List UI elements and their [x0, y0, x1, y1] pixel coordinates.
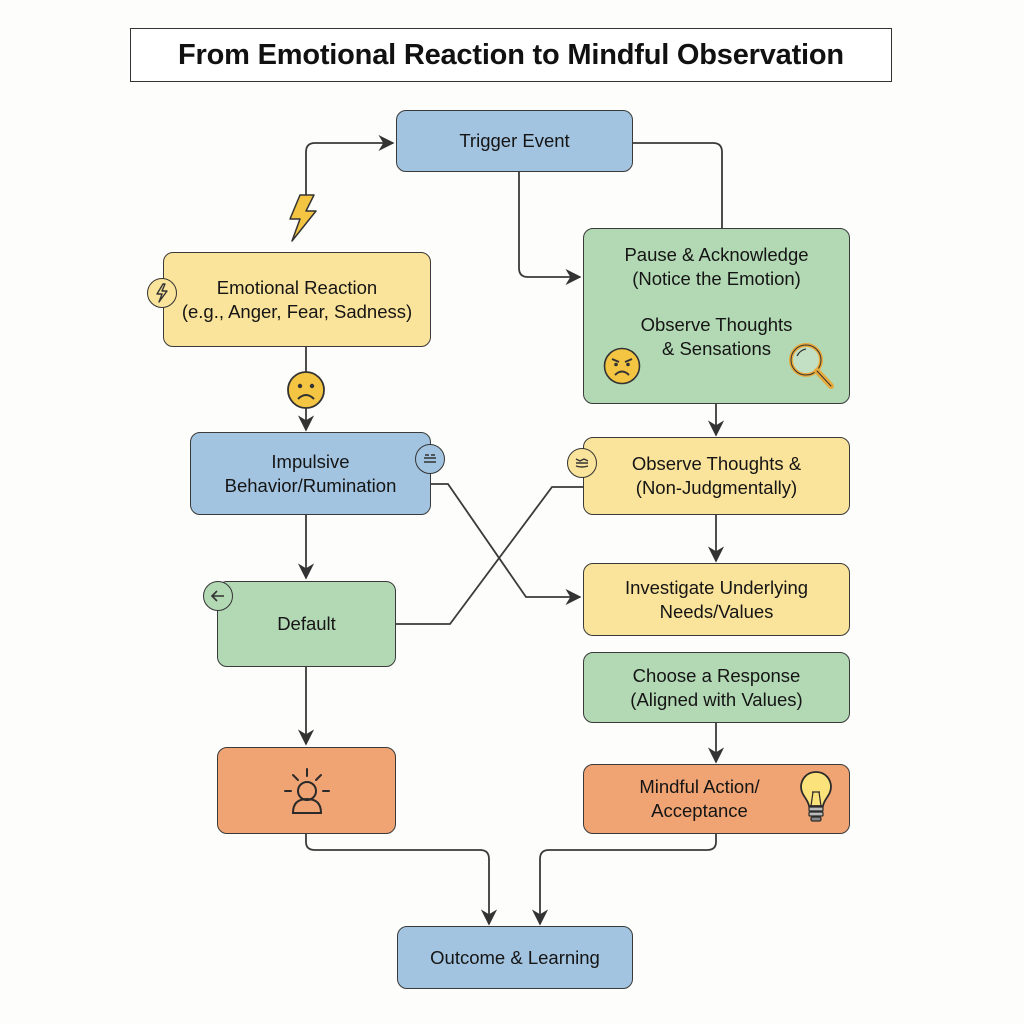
diagram-title-box: From Emotional Reaction to Mindful Obser…	[130, 28, 892, 82]
node-label: Trigger Event	[459, 130, 570, 151]
edge-trigger-to-pause	[518, 172, 582, 286]
sad-face-icon	[287, 371, 325, 409]
lightning-icon	[289, 194, 317, 242]
node-label: Behavior/Rumination	[224, 474, 397, 496]
edge-emotional-to-trigger	[305, 134, 395, 200]
sunrise-person-icon	[283, 767, 330, 814]
neutral-face-icon	[415, 444, 445, 474]
node-default: Default	[217, 581, 396, 667]
edge-trigger-right-to-pause	[632, 142, 723, 228]
node-impulsive-behavior: Impulsive Behavior/Rumination	[190, 432, 431, 515]
edge-impulsive-to-investigate	[431, 483, 582, 606]
node-label: Impulsive	[271, 450, 350, 472]
edge-default-to-observe	[396, 486, 584, 625]
node-choose-response: Choose a Response (Aligned with Values)	[583, 652, 850, 723]
node-label: Mindful Action/	[639, 776, 760, 797]
lightbulb-icon	[800, 771, 832, 822]
edge-mindful-to-outcome	[531, 834, 717, 926]
node-label: (Non-Judgmentally)	[635, 477, 798, 498]
node-trigger-event: Trigger Event	[396, 110, 633, 172]
node-label: (e.g., Anger, Fear, Sadness)	[181, 300, 413, 322]
magnifier-icon	[789, 343, 834, 389]
node-label: (Aligned with Values)	[630, 688, 803, 710]
grimace-face-icon	[567, 448, 597, 478]
node-sublabel: & Sensations	[661, 338, 771, 359]
node-sublabel: Observe Thoughts	[640, 314, 793, 335]
node-label: Choose a Response	[632, 664, 801, 686]
node-sunrise-outcome	[217, 747, 396, 834]
node-observe-thoughts: Observe Thoughts & (Non-Judgmentally)	[583, 437, 850, 515]
lightning-badge-icon	[147, 278, 177, 308]
node-label: Acceptance	[651, 800, 748, 821]
edge-sunrise-to-outcome	[305, 834, 498, 926]
node-label: (Notice the Emotion)	[632, 268, 801, 289]
node-label: Pause & Acknowledge	[624, 244, 809, 265]
node-emotional-reaction: Emotional Reaction (e.g., Anger, Fear, S…	[163, 252, 431, 347]
node-outcome-learning: Outcome & Learning	[397, 926, 633, 989]
node-label: Emotional Reaction	[216, 276, 378, 298]
node-investigate-needs: Investigate Underlying Needs/Values	[583, 563, 850, 636]
node-label: Investigate Underlying	[624, 576, 809, 598]
node-label: Needs/Values	[659, 600, 774, 622]
node-label: Default	[277, 613, 336, 634]
angry-face-icon	[603, 347, 641, 385]
back-arrow-icon	[203, 581, 233, 611]
node-label: Outcome & Learning	[430, 946, 600, 968]
node-label: Observe Thoughts &	[631, 453, 802, 474]
diagram-title: From Emotional Reaction to Mindful Obser…	[178, 38, 844, 71]
